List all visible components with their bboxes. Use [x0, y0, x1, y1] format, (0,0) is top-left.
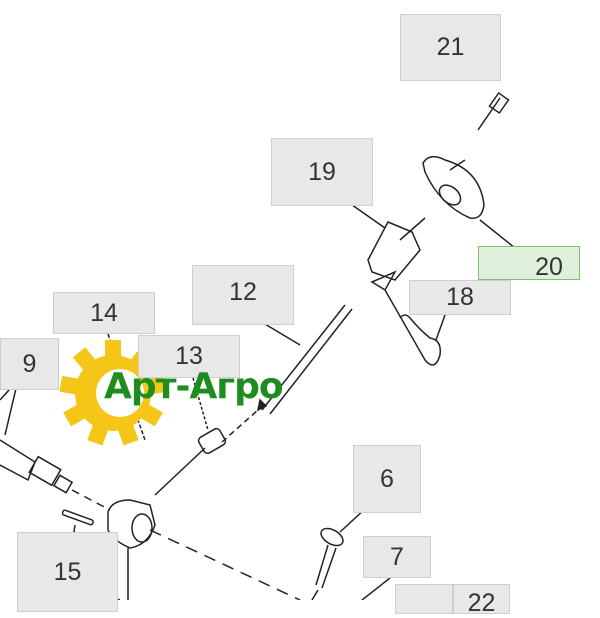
callout-label: 14	[90, 298, 118, 327]
callout-label: 20	[535, 252, 563, 281]
watermark-logo-text: Арт-Агро	[104, 366, 284, 407]
callout-label: 19	[308, 157, 336, 186]
callout-label: 12	[229, 278, 257, 306]
callout-label: 18	[446, 283, 474, 311]
callout-9[interactable]: 9	[0, 338, 59, 390]
callout-6[interactable]: 6	[353, 445, 421, 513]
callout-blank[interactable]	[395, 584, 453, 614]
cover-20-part	[422, 155, 516, 249]
callout-18[interactable]: 18	[409, 280, 511, 315]
yoke-part	[107, 499, 301, 600]
callout-20[interactable]: 20	[478, 246, 580, 281]
callout-21[interactable]: 21	[400, 14, 501, 81]
logo-gear-icon	[59, 340, 167, 446]
callout-label: 15	[53, 557, 82, 586]
callout-14[interactable]: 14	[53, 292, 155, 334]
callout-label: 9	[22, 349, 37, 378]
callout-15[interactable]: 15	[17, 532, 118, 612]
collar-13-part	[154, 377, 259, 496]
callout-22[interactable]: 22	[453, 584, 510, 617]
parts-drawing	[0, 91, 516, 600]
bolt-21-part	[477, 91, 510, 131]
spring-18-part	[384, 289, 446, 366]
callout-label: 22	[467, 589, 496, 617]
callout-7[interactable]: 7	[363, 536, 431, 578]
callout-19[interactable]: 19	[271, 138, 373, 206]
callout-label: 13	[175, 342, 203, 370]
callout-label: 6	[380, 464, 394, 493]
callout-12[interactable]: 12	[192, 265, 294, 325]
bracket-19-part	[344, 199, 426, 292]
callout-label: 7	[390, 542, 404, 571]
leader-7	[361, 577, 391, 600]
callout-13[interactable]: 13	[138, 335, 240, 378]
callout-label: 21	[436, 33, 465, 61]
